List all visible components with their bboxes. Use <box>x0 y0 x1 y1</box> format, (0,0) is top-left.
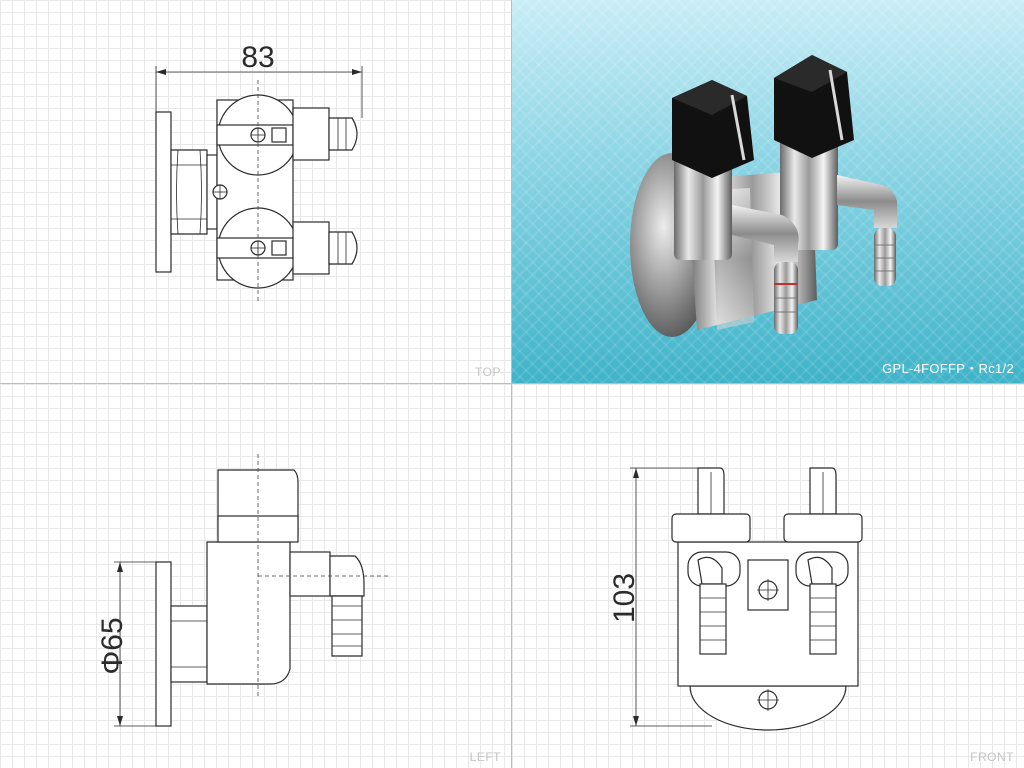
view-label-left: LEFT <box>469 750 501 764</box>
view-label-top: TOP <box>475 365 501 379</box>
left-view-drawing: Φ65 <box>96 454 390 727</box>
diameter-dimension-65: Φ65 <box>96 617 129 674</box>
product-photo-panel: GPL-4FOFFP・Rc1/2 <box>512 0 1024 384</box>
left-view-panel: Φ65 LEFT <box>0 384 512 768</box>
top-view-drawing: 83 <box>155 41 363 302</box>
front-view-panel: 103 <box>512 384 1024 768</box>
height-dimension-103: 103 <box>608 573 641 623</box>
width-dimension-83: 83 <box>241 41 274 74</box>
top-view-panel: 83 <box>0 0 512 384</box>
front-view-drawing: 103 <box>608 467 863 731</box>
model-number-label: GPL-4FOFFP・Rc1/2 <box>882 361 1014 376</box>
view-label-front: FRONT <box>970 750 1014 764</box>
gas-valve-photo <box>630 55 898 337</box>
